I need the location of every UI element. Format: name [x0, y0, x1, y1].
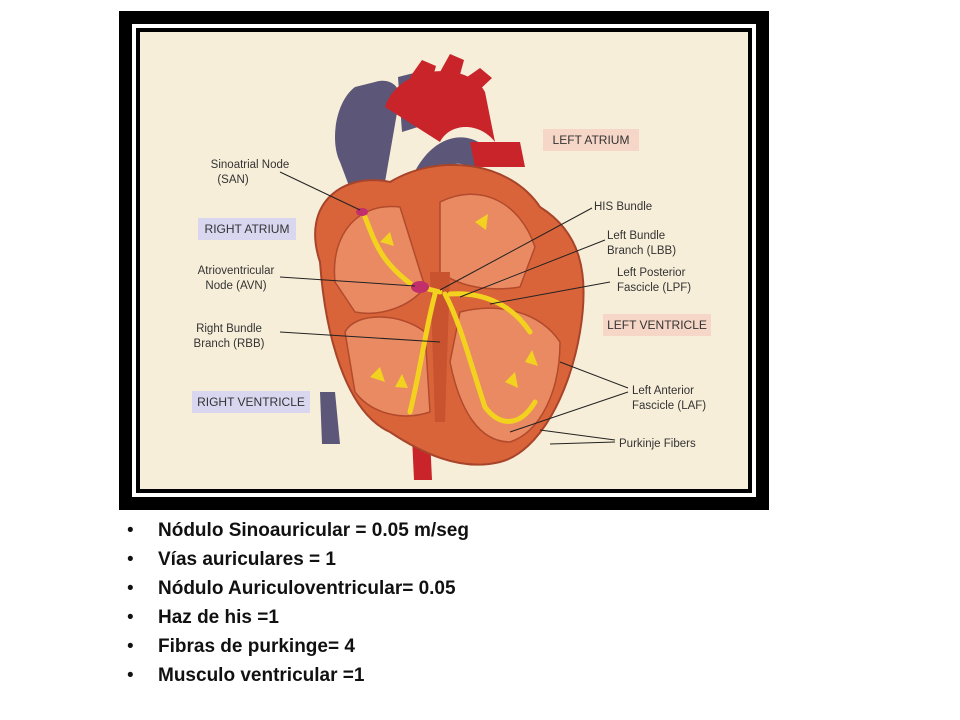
leader-lbb: [459, 239, 606, 298]
callout-san-1: Sinoatrial Node: [211, 159, 290, 171]
arrow-rv-1: [370, 367, 385, 382]
right-atrium-label: RIGHT ATRIUM: [205, 222, 290, 236]
conduction-velocity-list: Nódulo Sinoauricular = 0.05 m/seg Vías a…: [125, 516, 469, 690]
arrow-ra-1: [380, 232, 394, 246]
left-bundle-branch-path: [442, 291, 538, 424]
right-atrium-chamber: [333, 205, 426, 314]
label-box-left-ventricle: [603, 314, 711, 336]
internodal-pathway: [362, 214, 418, 290]
list-item: Haz de his =1: [125, 603, 469, 632]
label-left-atrium: LEFT ATRIUM: [543, 129, 639, 151]
right-ventricle-chamber: [344, 316, 431, 417]
list-item: Vías auriculares = 1: [125, 545, 469, 574]
aortic-branch-3: [460, 68, 492, 94]
callout-san-2: (SAN): [217, 174, 248, 186]
callout-avn-2: Node (AVN): [205, 280, 266, 292]
label-box-right-atrium: [198, 218, 296, 240]
list-item: Nódulo Auriculoventricular= 0.05: [125, 574, 469, 603]
heart-conduction-diagram: LEFT ATRIUM RIGHT ATRIUM LEFT VENTRICLE …: [192, 54, 711, 480]
arrow-rv-2: [395, 374, 408, 388]
interventricular-septum: [430, 272, 450, 422]
conduction-system: [362, 214, 538, 424]
callout-rbb-2: Branch (RBB): [194, 338, 265, 350]
leader-lines: [279, 171, 629, 445]
heart-body: [314, 163, 585, 466]
aortic-branch-2: [440, 54, 464, 82]
leader-purkinje-1: [539, 429, 616, 441]
callout-laf-2: Fascicle (LAF): [632, 400, 706, 412]
heart-diagram-panel: LEFT ATRIUM RIGHT ATRIUM LEFT VENTRICLE …: [140, 32, 748, 489]
label-box-right-ventricle: [192, 391, 310, 413]
left-posterior-fascicle-path: [447, 291, 533, 335]
inferior-vena-cava: [320, 392, 340, 444]
pulmonary-artery: [470, 142, 525, 167]
leader-rbb: [279, 331, 441, 343]
aortic-branch-1: [410, 60, 436, 87]
leader-lpf: [489, 281, 611, 305]
leader-purkinje-2: [549, 441, 616, 445]
callout-avn-1: Atrioventricular: [198, 265, 275, 277]
left-ventricle-label: LEFT VENTRICLE: [607, 318, 707, 332]
superior-vena-cava: [335, 80, 400, 202]
callout-lbb-1: Left Bundle: [607, 230, 665, 242]
callout-purkinje: Purkinje Fibers: [619, 438, 696, 450]
leader-san: [279, 171, 361, 211]
callout-rbb-1: Right Bundle: [196, 323, 262, 335]
label-right-atrium: RIGHT ATRIUM: [198, 218, 296, 240]
callout-lpf-1: Left Posterior: [617, 267, 686, 279]
leader-his: [439, 207, 593, 291]
callout-lpf-2: Fascicle (LPF): [617, 282, 691, 294]
leader-avn: [279, 276, 416, 287]
list-item: Fibras de purkinge= 4: [125, 632, 469, 661]
arrow-lv-2: [525, 350, 538, 366]
leader-laf-2: [509, 391, 629, 433]
callout-laf-1: Left Anterior: [632, 385, 694, 397]
callout-his: HIS Bundle: [594, 201, 652, 213]
leader-laf-1: [559, 361, 629, 389]
list-item: Nódulo Sinoauricular = 0.05 m/seg: [125, 516, 469, 545]
arrow-la-1: [475, 214, 488, 230]
left-atrium-chamber: [439, 193, 536, 290]
callout-lbb-2: Branch (LBB): [607, 245, 676, 257]
right-ventricle-label: RIGHT VENTRICLE: [197, 395, 305, 409]
list-item: Musculo ventricular =1: [125, 661, 469, 690]
aortic-arch: [385, 71, 495, 142]
left-atrium-label: LEFT ATRIUM: [553, 133, 630, 147]
av-node-marker: [411, 281, 429, 293]
label-right-ventricle: RIGHT VENTRICLE: [192, 391, 310, 413]
label-box-left-atrium: [543, 129, 639, 151]
label-left-ventricle: LEFT VENTRICLE: [603, 314, 711, 336]
right-bundle-branch-path: [407, 291, 438, 415]
arrow-lv-1: [505, 372, 518, 388]
conduction-arrows: [370, 214, 538, 388]
